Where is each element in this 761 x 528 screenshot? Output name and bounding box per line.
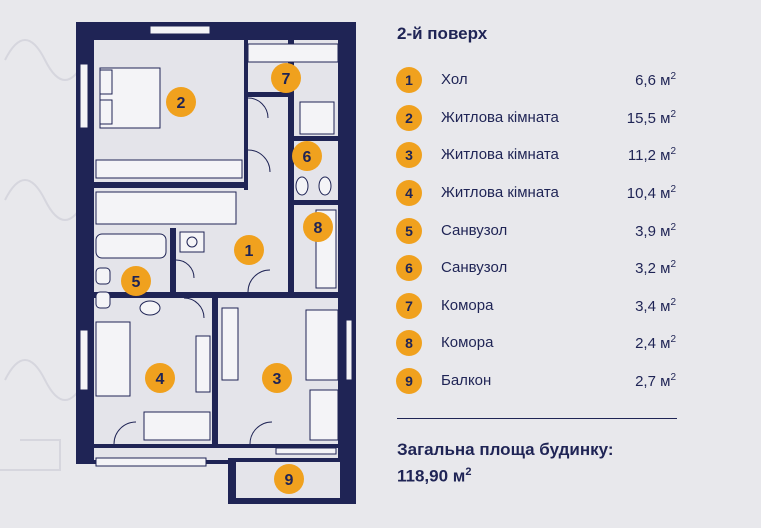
svg-text:1: 1	[245, 243, 254, 260]
room-number-badge: 2	[396, 105, 422, 131]
legend-row: 4 Житлова кімната 10,4 м2	[396, 180, 680, 206]
badge-5: 5	[121, 266, 151, 296]
total-area-value: 118,90 м2	[397, 466, 472, 486]
room-number-badge: 4	[396, 180, 422, 206]
room-area: 10,4 м2	[626, 184, 676, 202]
svg-text:2: 2	[177, 95, 186, 112]
doors	[113, 97, 273, 445]
toilet-left-1	[95, 267, 111, 285]
room-name: Санвузол	[441, 259, 508, 276]
room-number-badge: 3	[396, 142, 422, 168]
bathtub	[95, 233, 167, 259]
furniture	[95, 43, 339, 441]
badge-4: 4	[145, 363, 175, 393]
svg-text:3: 3	[273, 371, 282, 388]
legend-row: 2 Житлова кімната 15,5 м2	[396, 105, 680, 131]
svg-text:9: 9	[285, 472, 294, 489]
desk-4	[143, 411, 211, 441]
room-area: 6,6 м2	[635, 71, 676, 89]
interior-walls	[94, 40, 344, 448]
desk-3	[309, 389, 339, 441]
cabinet-3	[221, 307, 239, 381]
svg-text:8: 8	[314, 220, 323, 237]
room-name: Балкон	[441, 372, 492, 389]
svg-text:6: 6	[303, 149, 312, 166]
background-pattern	[0, 39, 86, 471]
legend-row: 3 Житлова кімната 11,2 м2	[396, 142, 680, 168]
room-number-badge: 6	[396, 255, 422, 281]
svg-text:4: 4	[156, 371, 165, 388]
badge-3: 3	[262, 363, 292, 393]
stairs	[95, 191, 237, 225]
badge-6: 6	[292, 141, 322, 171]
wardrobe	[95, 159, 243, 179]
cabinet-4	[195, 335, 211, 393]
room-name: Комора	[441, 297, 494, 314]
toilet-left-2	[95, 291, 111, 309]
room-badges: 1 2 3 4 5 6 7 8 9	[121, 63, 333, 494]
room-number-badge: 5	[396, 218, 422, 244]
room-name: Санвузол	[441, 222, 508, 239]
single-bed-3	[305, 309, 339, 381]
room-number-badge: 7	[396, 293, 422, 319]
room-number-badge: 1	[396, 67, 422, 93]
room-name: Житлова кімната	[441, 146, 559, 163]
room-area: 3,9 м2	[635, 222, 676, 240]
room-area: 11,2 м2	[627, 146, 676, 164]
room-name: Житлова кімната	[441, 184, 559, 201]
single-bed-4	[95, 321, 131, 397]
legend-row: 9 Балкон 2,7 м2	[396, 368, 680, 394]
room-number-badge: 9	[396, 368, 422, 394]
basin	[139, 300, 161, 316]
room-name: Хол	[441, 71, 468, 88]
legend-row: 1 Хол 6,6 м2	[396, 67, 680, 93]
badge-8: 8	[303, 212, 333, 242]
legend-row: 5 Санвузол 3,9 м2	[396, 218, 680, 244]
badge-1: 1	[234, 235, 264, 265]
room-name: Житлова кімната	[441, 109, 559, 126]
badge-7: 7	[271, 63, 301, 93]
total-area-label: Загальна площа будинку:	[397, 440, 614, 459]
closet-7	[247, 43, 339, 63]
legend-row: 6 Санвузол 3,2 м2	[396, 255, 680, 281]
room-area: 2,7 м2	[635, 372, 676, 390]
room-area: 2,4 м2	[635, 334, 676, 352]
shower	[299, 101, 335, 135]
badge-9: 9	[274, 464, 304, 494]
badge-2: 2	[166, 87, 196, 117]
room-area: 3,2 м2	[635, 259, 676, 277]
floor-plan: 1 2 3 4 5 6 7 8 9	[0, 22, 356, 504]
room-area: 3,4 м2	[635, 297, 676, 315]
legend-row: 7 Комора 3,4 м2	[396, 293, 680, 319]
floor-title: 2-й поверх	[397, 24, 488, 43]
svg-text:5: 5	[132, 274, 141, 291]
legend-row: 8 Комора 2,4 м2	[396, 330, 680, 356]
windows	[79, 25, 353, 467]
room-number-badge: 8	[396, 330, 422, 356]
room-area: 15,5 м2	[626, 109, 676, 127]
room-name: Комора	[441, 334, 494, 351]
svg-text:7: 7	[282, 71, 291, 88]
divider	[397, 418, 677, 419]
